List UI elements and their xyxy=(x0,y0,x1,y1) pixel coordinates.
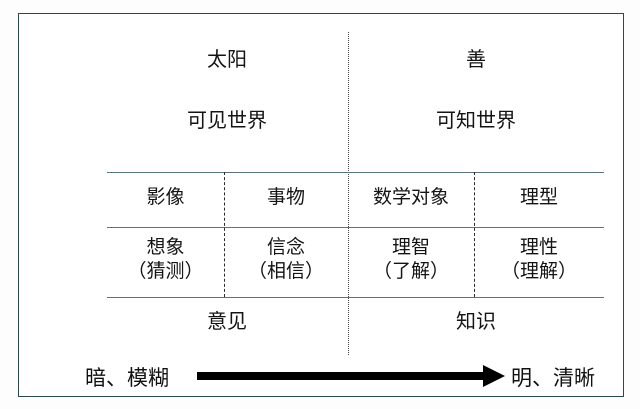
cell-faculty-1-alt: （猜测） xyxy=(127,260,204,282)
cell-object-2: 事物 xyxy=(266,187,305,208)
cell-faculty-3: 理智 （了解） xyxy=(348,236,474,284)
visible-subdivider xyxy=(224,172,225,297)
heading-intelligible-world: 可知世界 xyxy=(436,110,516,132)
visible-intelligible-divider xyxy=(348,32,349,355)
heading-sun: 太阳 xyxy=(207,49,247,71)
diagram-frame: 太阳 善 可见世界 可知世界 影像 事物 数学对象 理型 想象 （猜测） 信念 … xyxy=(18,13,624,397)
table-bottom-rule xyxy=(107,297,604,298)
cell-object-4: 理型 xyxy=(519,187,558,208)
axis-end-label: 明、清晰 xyxy=(511,367,595,390)
cell-faculty-2: 信念 （相信） xyxy=(224,236,348,284)
footer-knowledge: 知识 xyxy=(456,311,496,333)
heading-good: 善 xyxy=(466,49,486,71)
cell-faculty-1-name: 想象 xyxy=(146,237,185,258)
heading-visible-world: 可见世界 xyxy=(187,110,267,132)
cell-faculty-4-name: 理性 xyxy=(519,237,558,258)
axis-start-label: 暗、模糊 xyxy=(85,367,169,390)
cell-faculty-4: 理性 （理解） xyxy=(474,236,604,284)
cell-faculty-3-alt: （了解） xyxy=(372,260,449,282)
footer-opinion: 意见 xyxy=(207,311,247,333)
table-top-rule xyxy=(107,172,604,173)
intelligible-subdivider xyxy=(474,172,475,297)
cell-faculty-2-alt: （相信） xyxy=(247,260,324,282)
right-arrow-icon xyxy=(483,365,505,387)
table-middle-rule xyxy=(107,227,604,228)
cell-faculty-4-alt: （理解） xyxy=(500,260,577,282)
cell-object-3: 数学对象 xyxy=(372,187,449,208)
right-arrow-icon-shaft xyxy=(197,372,485,380)
cell-object-1: 影像 xyxy=(146,187,185,208)
cell-faculty-2-name: 信念 xyxy=(266,237,305,258)
cell-faculty-1: 想象 （猜测） xyxy=(107,236,224,284)
cell-faculty-3-name: 理智 xyxy=(391,237,430,258)
